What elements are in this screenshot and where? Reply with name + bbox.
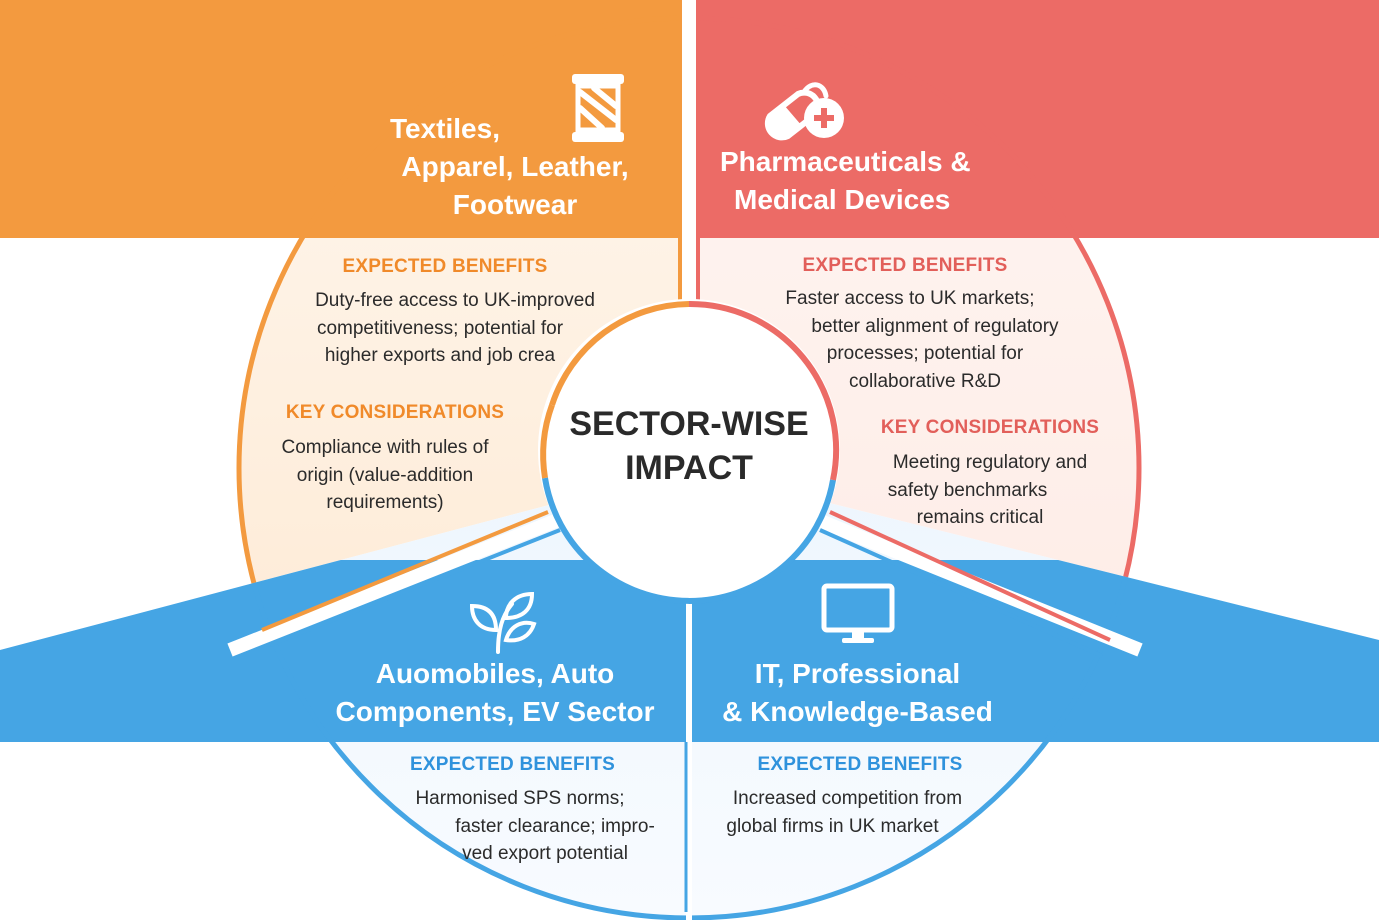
text-line: Compliance with rules of: [281, 437, 489, 458]
text-line: higher exports and job crea: [324, 345, 556, 366]
benefits-text-automobiles: Harmonised SPS norms; faster clearance; …: [400, 785, 690, 868]
sector-textiles-wedge: [0, 0, 689, 650]
considerations-text-pharma: Meeting regulatory and safety benchmarks…: [860, 449, 1120, 532]
center-title: SECTOR-WISE IMPACT: [539, 402, 839, 490]
text-line: global firms in UK market: [726, 815, 939, 837]
sector-title-automobiles: Auomobiles, Auto Components, EV Sector: [330, 655, 660, 731]
monitor-icon: [821, 583, 895, 643]
title-line: Textiles,: [390, 113, 500, 144]
considerations-text-textiles: Compliance with rules of origin (value-a…: [240, 434, 530, 517]
text-line: Harmonised SPS norms;: [415, 788, 625, 809]
benefits-text-pharma: Faster access to UK markets; better alig…: [760, 285, 1110, 395]
benefits-text-textiles: Duty-free access to UK-improved competit…: [270, 287, 640, 370]
benefits-heading-it: EXPECTED BENEFITS: [757, 754, 963, 775]
text-line: competitiveness; potential for: [316, 317, 564, 339]
text-line: faster clearance; impro-: [455, 815, 655, 837]
text-line: processes; potential for: [826, 343, 1024, 364]
benefits-heading-automobiles: EXPECTED BENEFITS: [409, 754, 616, 775]
benefits-text-it: Increased competition from global firms …: [695, 785, 1000, 840]
text-line: Increased competition from: [732, 788, 963, 809]
text-line: ved export potential: [462, 843, 628, 864]
center-title-line: SECTOR-WISE: [569, 405, 809, 443]
thread-spool-icon: [572, 74, 624, 142]
benefits-heading-textiles: EXPECTED BENEFITS: [342, 256, 548, 277]
text-line: remains critical: [916, 507, 1044, 528]
text-line: requirements): [326, 492, 444, 513]
title-line: Components, EV Sector: [335, 696, 655, 727]
benefits-heading-pharma: EXPECTED BENEFITS: [802, 255, 1008, 276]
text-line: Duty-free access to UK-improved: [315, 290, 595, 311]
title-line: Pharmaceuticals &: [720, 146, 971, 177]
title-line: Footwear: [452, 189, 578, 220]
text-line: safety benchmarks: [887, 479, 1048, 501]
text-line: Faster access to UK markets;: [785, 288, 1035, 309]
considerations-heading-pharma: KEY CONSIDERATIONS: [880, 417, 1100, 438]
title-line: Auomobiles, Auto: [375, 658, 615, 689]
sector-title-pharma: Pharmaceuticals & Medical Devices: [720, 143, 1010, 219]
leaf-sprout-icon: [469, 591, 537, 654]
title-line: Medical Devices: [734, 184, 951, 215]
text-line: better alignment of regulatory: [811, 315, 1059, 337]
considerations-heading-textiles: KEY CONSIDERATIONS: [285, 402, 505, 423]
sector-title-textiles: Textiles, Apparel, Leather, Footwear: [350, 110, 680, 224]
sector-title-it: IT, Professional & Knowledge-Based: [700, 655, 1015, 731]
text-line: collaborative R&D: [848, 370, 1002, 392]
text-line: origin (value-addition: [296, 464, 474, 486]
title-line: & Knowledge-Based: [722, 696, 993, 727]
pill-medical-cross-icon: [764, 82, 844, 141]
title-line: Apparel, Leather,: [401, 151, 629, 182]
center-title-line: IMPACT: [625, 449, 753, 487]
text-line: Meeting regulatory and: [892, 452, 1088, 473]
sector-pharma-wedge: [689, 0, 1379, 640]
title-line: IT, Professional: [754, 658, 961, 689]
